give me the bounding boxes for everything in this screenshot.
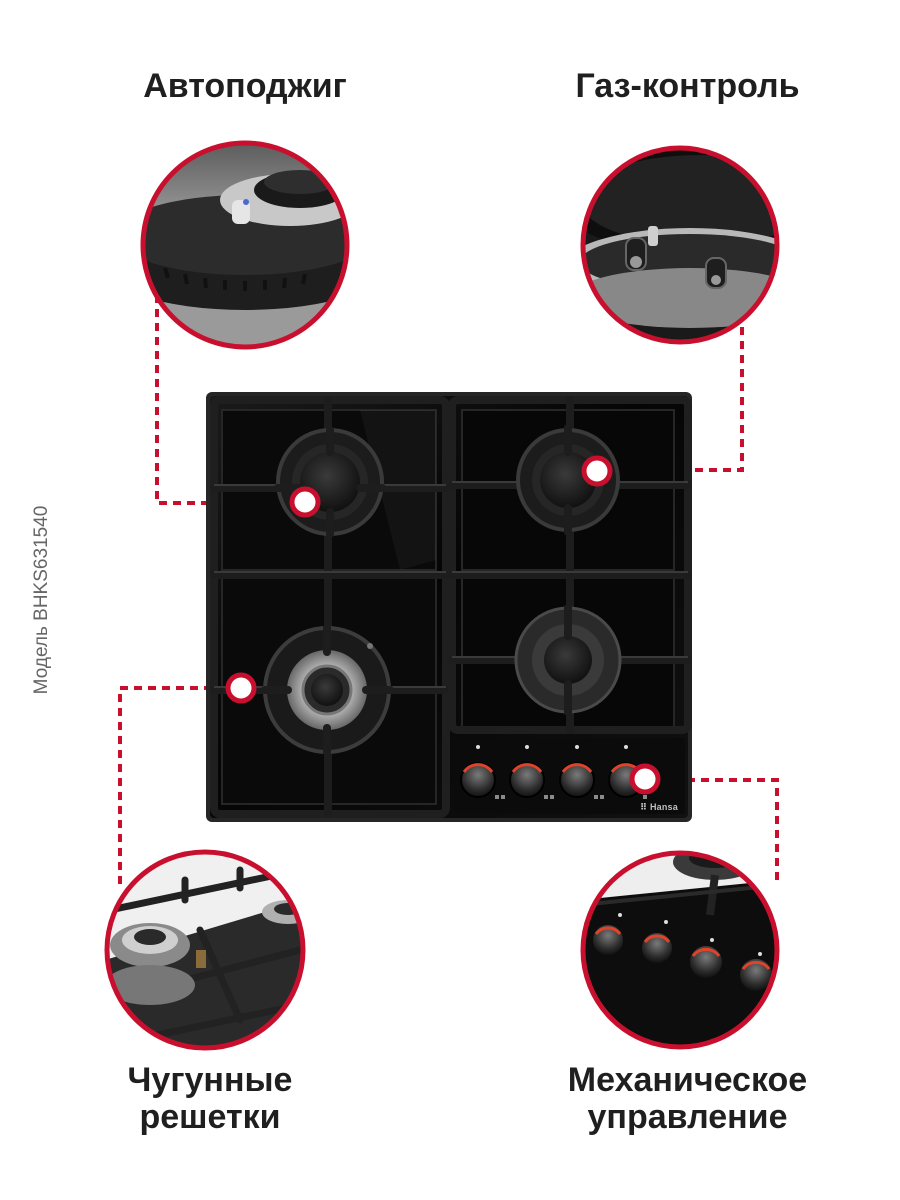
callout-dot-icon	[629, 763, 661, 795]
knob-3	[559, 745, 595, 798]
detail-knob-3	[690, 938, 722, 978]
feature-title-mechanical-line2: управление	[587, 1098, 788, 1137]
detail-circle-cast-iron	[104, 849, 306, 1051]
detail-knob-2	[642, 920, 672, 963]
feature-title-cast-iron-line1: Чугунные	[127, 1061, 293, 1099]
feature-title-cast-iron: Чугунные решетки	[90, 1061, 330, 1137]
cast-iron-grates	[210, 396, 692, 818]
feature-title-mechanical: Механическое управление	[545, 1061, 830, 1137]
brand-name: Hansa	[649, 802, 678, 812]
callout-dot-icon	[289, 486, 321, 518]
control-panel	[455, 738, 685, 814]
callout-line-cast-iron	[118, 686, 240, 888]
detail-circle-autoignition	[140, 140, 350, 350]
detail-knob-1	[593, 913, 623, 955]
hansa-logo-icon: ⠿ Hansa	[640, 802, 678, 812]
knob-1	[460, 745, 496, 798]
feature-title-autoignition: Автоподжиг	[143, 67, 347, 105]
callout-dot-icon	[581, 455, 613, 487]
detail-circle-mechanical	[580, 850, 780, 1050]
feature-title-gas-control: Газ-контроль	[575, 67, 800, 105]
callout-dots	[225, 455, 661, 795]
gas-hob	[206, 392, 692, 822]
burner-bottom-right	[514, 606, 622, 714]
detail-circle-gas-control	[580, 145, 780, 345]
feature-title-mechanical-line1: Механическое	[567, 1061, 808, 1099]
feature-title-cast-iron-line2: решетки	[139, 1098, 281, 1137]
detail-knob-4	[740, 952, 772, 991]
callout-dot-icon	[225, 672, 257, 704]
knob-2	[509, 745, 545, 798]
